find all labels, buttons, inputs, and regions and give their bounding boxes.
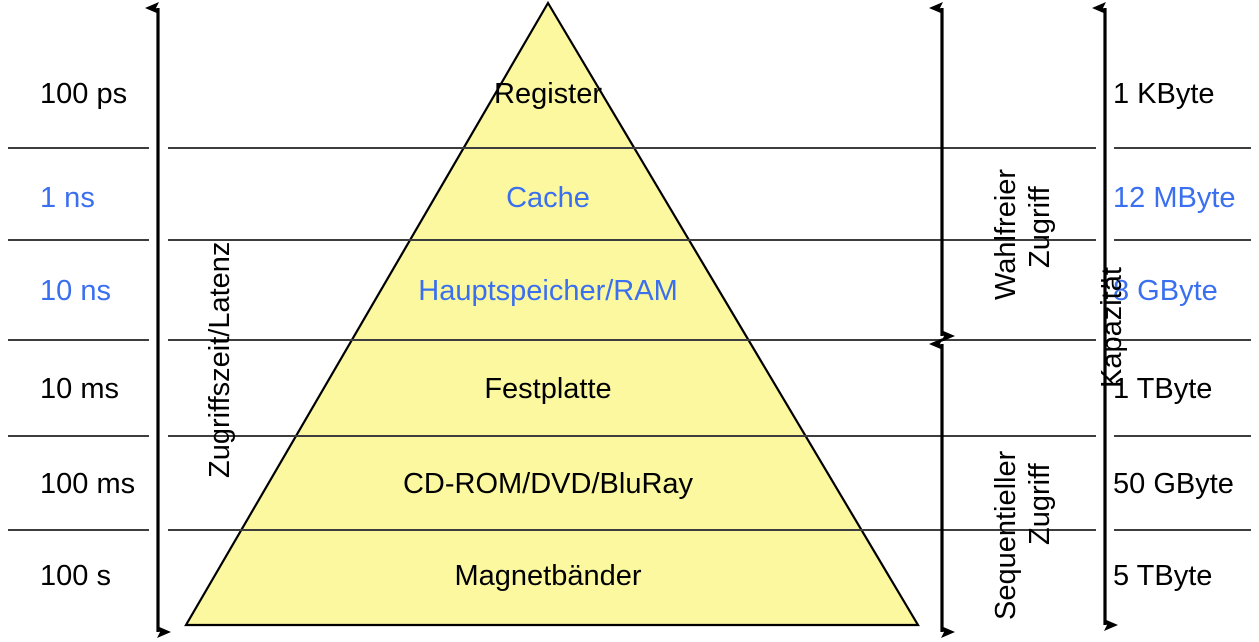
capacity-label-cache: 12 MByte bbox=[1113, 182, 1236, 214]
capacity-label-tape: 5 TByte bbox=[1113, 560, 1213, 592]
sequential-access-axis-caption-line2: Zugriff bbox=[1024, 463, 1056, 545]
tier-label-register: Register bbox=[494, 78, 602, 110]
latency-label-optical: 100 ms bbox=[40, 468, 136, 500]
tier-label-tape: Magnetbänder bbox=[454, 560, 642, 592]
latency-label-tape: 100 s bbox=[40, 560, 111, 592]
latency-label-disk: 10 ms bbox=[40, 373, 119, 405]
latency-axis-caption: Zugriffszeit/Latenz bbox=[204, 241, 236, 478]
capacity-axis-caption: Kapazität bbox=[1096, 267, 1128, 388]
random-access-axis-caption-line2: Zugriff bbox=[1024, 186, 1056, 268]
capacity-label-ram: 8 GByte bbox=[1113, 275, 1218, 307]
latency-label-register: 100 ps bbox=[40, 78, 128, 110]
sequential-access-axis-caption-line1: Sequentieller bbox=[990, 450, 1022, 620]
capacity-label-disk: 1 TByte bbox=[1113, 373, 1213, 405]
capacity-label-register: 1 KByte bbox=[1113, 78, 1215, 110]
latency-label-cache: 1 ns bbox=[40, 182, 95, 214]
tier-label-ram: Hauptspeicher/RAM bbox=[418, 275, 678, 307]
random-access-axis-caption-line1: Wahlfreier bbox=[990, 168, 1022, 300]
capacity-label-optical: 50 GByte bbox=[1113, 468, 1234, 500]
tier-label-optical: CD-ROM/DVD/BluRay bbox=[402, 468, 694, 500]
pyramid-shape bbox=[184, 0, 920, 627]
latency-label-ram: 10 ns bbox=[40, 275, 111, 307]
tier-label-cache: Cache bbox=[506, 182, 590, 214]
tier-label-disk: Festplatte bbox=[484, 373, 612, 405]
pyramid-body bbox=[184, 0, 920, 627]
